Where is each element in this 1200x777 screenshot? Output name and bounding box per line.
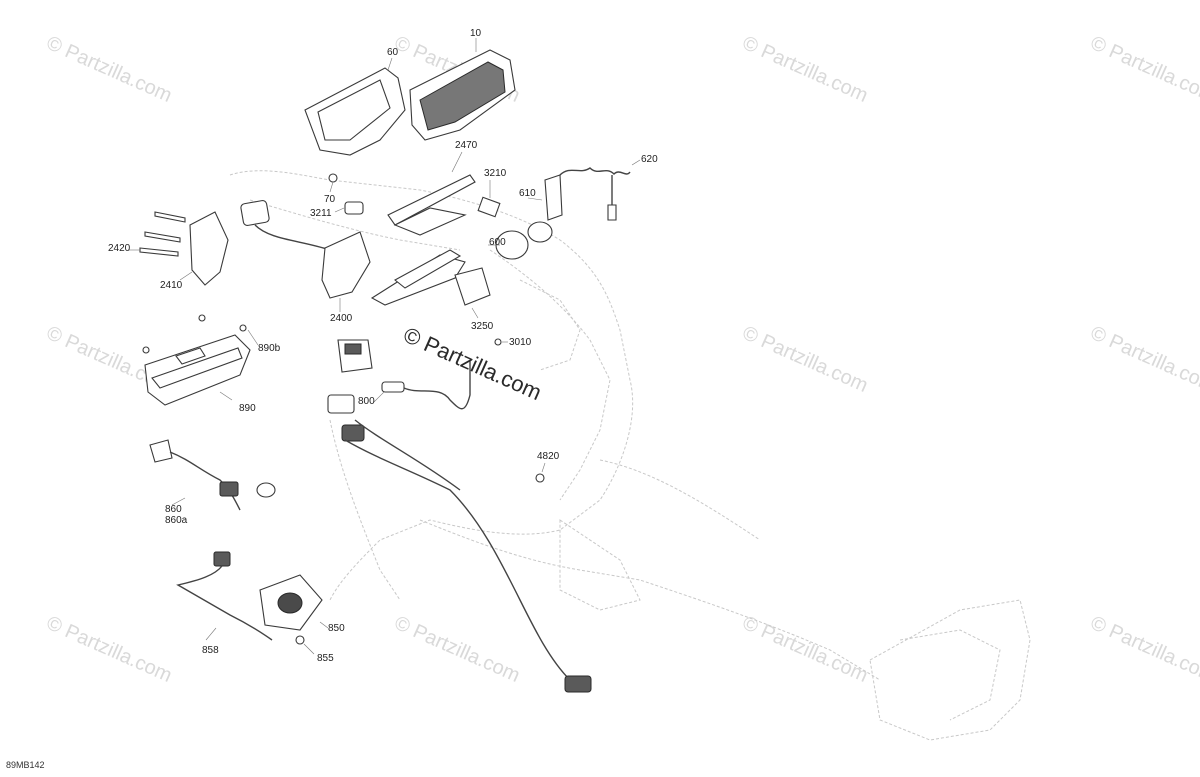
diagram-reference-code: 89MB142 [6, 760, 45, 770]
storage-tray-890 [144, 334, 251, 406]
callout-10[interactable]: 10 [470, 28, 482, 39]
screw-855 [295, 635, 315, 655]
callout-3210[interactable]: 3210 [484, 168, 507, 179]
frame-ghost-outline [229, 170, 1031, 741]
main-harness [327, 394, 592, 693]
callout-2400[interactable]: 2400 [330, 313, 353, 324]
plug-3211 [334, 201, 364, 215]
rocker-switch [337, 339, 373, 373]
instrument-cluster-10 [409, 38, 516, 141]
instrument-bezel-60 [304, 57, 406, 156]
harness-module [370, 249, 466, 306]
callout-2410[interactable]: 2410 [160, 280, 183, 291]
callout-890b[interactable]: 890b [258, 343, 281, 354]
callout-70[interactable]: 70 [324, 194, 336, 205]
callout-3250[interactable]: 3250 [471, 321, 494, 332]
tether-lanyard-620 [559, 159, 641, 221]
callout-860a[interactable]: 860a [165, 515, 188, 526]
control-knob-850 [259, 574, 329, 631]
callout-800[interactable]: 800 [358, 396, 375, 407]
callout-3010[interactable]: 3010 [509, 337, 532, 348]
callout-610[interactable]: 610 [519, 188, 536, 199]
callout-850[interactable]: 850 [328, 623, 345, 634]
harness-858 [176, 551, 273, 641]
callout-890[interactable]: 890 [239, 403, 256, 414]
callout-4820[interactable]: 4820 [537, 451, 560, 462]
nut-70 [328, 173, 338, 193]
handlebar-switch-2400 [240, 199, 371, 312]
ignition-switch-600 [488, 221, 553, 260]
clip-3010 [494, 338, 508, 346]
switch-3250 [454, 267, 491, 319]
screws-2420 [128, 211, 186, 257]
switch-3210 [477, 180, 501, 218]
callout-620[interactable]: 620 [641, 154, 658, 165]
callout-855[interactable]: 855 [317, 653, 334, 664]
nut-4820 [535, 462, 546, 483]
bracket-2470 [387, 151, 476, 236]
switch-housing-2410 [179, 211, 229, 286]
callout-60[interactable]: 60 [387, 47, 399, 58]
callout-860[interactable]: 860 [165, 504, 182, 515]
callout-2420[interactable]: 2420 [108, 243, 131, 254]
fasteners-890b [142, 314, 259, 354]
callout-3211[interactable]: 3211 [310, 208, 332, 219]
ignition-610 [527, 174, 563, 221]
callout-2470[interactable]: 2470 [455, 140, 478, 151]
sensor-800 [373, 360, 471, 410]
callout-600[interactable]: 600 [489, 237, 506, 248]
callout-858[interactable]: 858 [202, 645, 219, 656]
harness-860 [149, 439, 276, 511]
